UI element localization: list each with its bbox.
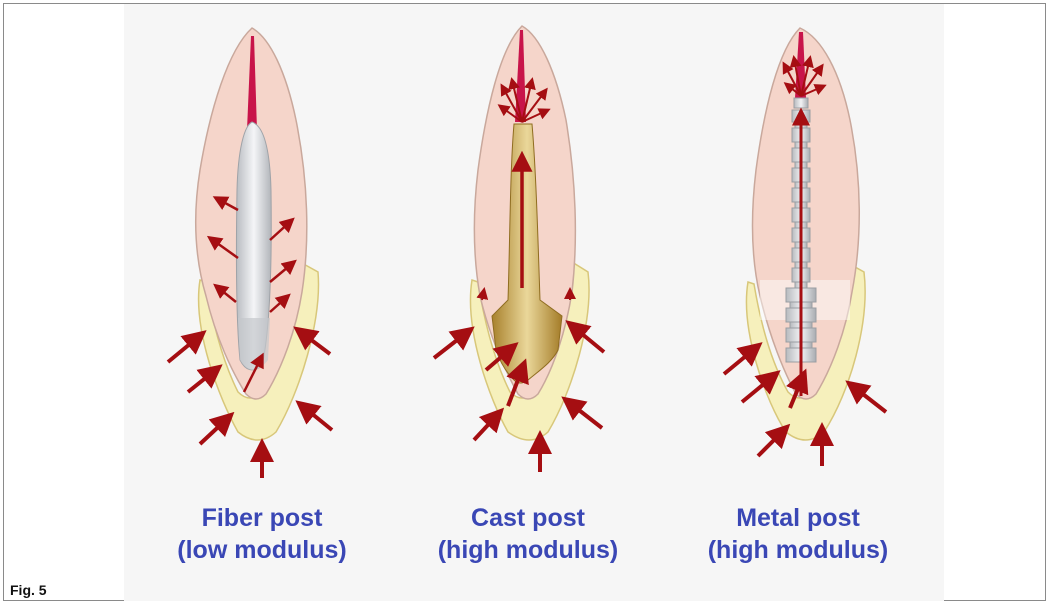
cast-post-tooth (434, 26, 604, 472)
caption-title: Metal post (678, 502, 918, 534)
metal-post-tooth (724, 28, 886, 466)
caption-fiber-post: Fiber post (low modulus) (142, 502, 382, 566)
caption-title: Cast post (408, 502, 648, 534)
caption-metal-post: Metal post (high modulus) (678, 502, 918, 566)
caption-title: Fiber post (142, 502, 382, 534)
caption-cast-post: Cast post (high modulus) (408, 502, 648, 566)
figure-label: Fig. 5 (10, 582, 47, 598)
caption-detail: (low modulus) (142, 534, 382, 566)
caption-detail: (high modulus) (678, 534, 918, 566)
fiber-post-tooth (168, 28, 332, 478)
caption-detail: (high modulus) (408, 534, 648, 566)
